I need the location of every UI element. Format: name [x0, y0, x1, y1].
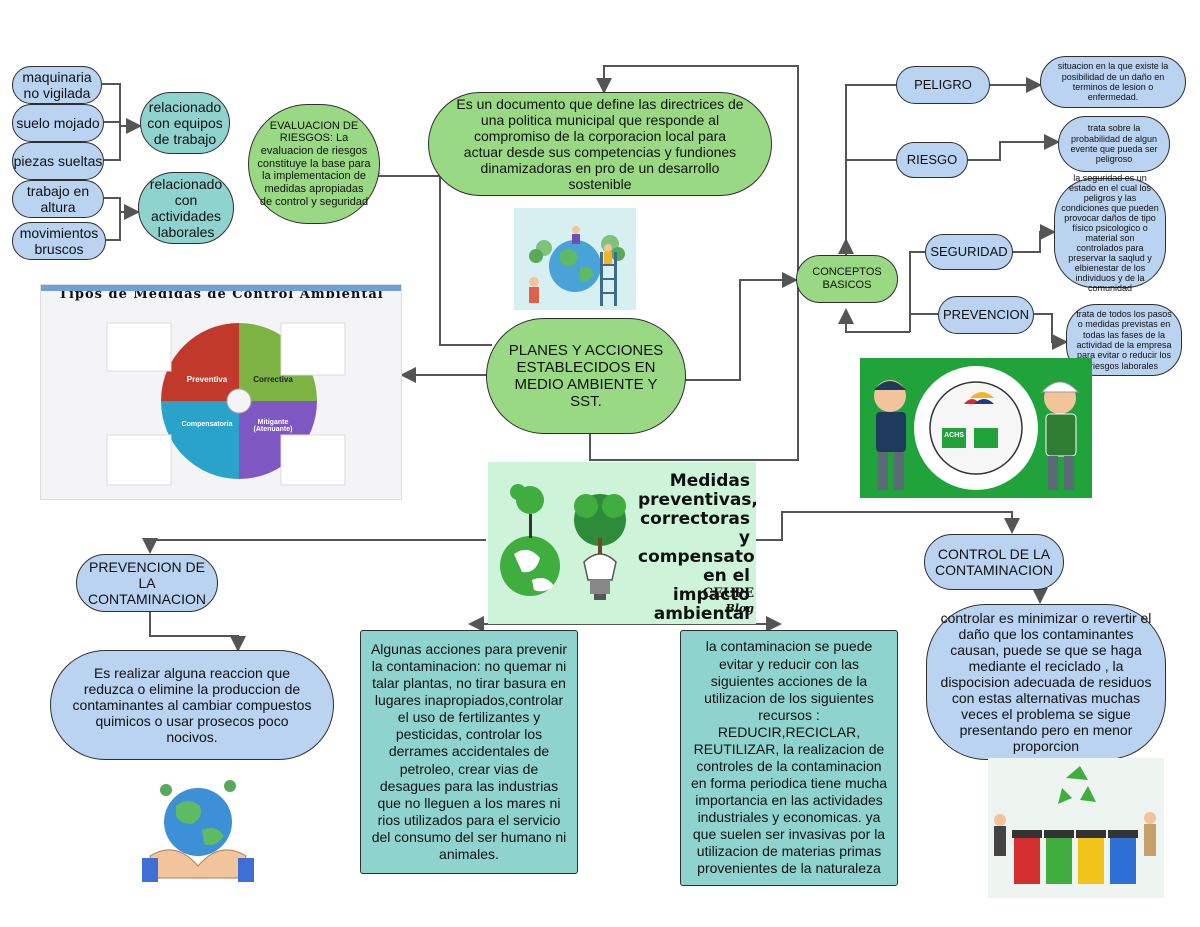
- term-prevencion: PREVENCION: [938, 296, 1034, 334]
- prevention-contamination-title: PREVENCION DE LA CONTAMINACION: [76, 554, 218, 612]
- globe-hands-image: [136, 770, 260, 886]
- avoid-reduce-node: la contaminacion se puede evitar y reduc…: [680, 630, 898, 886]
- safety-brigade-image: ACHS: [860, 358, 1092, 498]
- basic-concepts-node: CONCEPTOS BASICOS: [796, 255, 898, 303]
- prevention-contamination-definition: Es realizar alguna reaccion que reduzca …: [50, 650, 334, 760]
- ceupe-brand-name: CEUPE: [702, 586, 754, 601]
- cause-item-piezas: piezas sueltas: [12, 142, 104, 180]
- quadrant-compensatoria: Compensatoria: [181, 421, 233, 428]
- definition-riesgo: trata sobre la probabilidad de algun eve…: [1058, 116, 1170, 172]
- ceupe-title: Medidas preventivas, correctoras y compe…: [638, 471, 756, 624]
- group-label: relacionado con equipos de trabajo: [147, 98, 223, 148]
- definition-text: Es un documento que define las directric…: [456, 95, 744, 193]
- quadrant-mitigante: Mitigante (Atenuante): [253, 419, 293, 433]
- cause-item-suelo: suelo mojado: [12, 104, 104, 142]
- ceupe-brand: CEUPE Blog: [674, 586, 754, 616]
- term-seguridad: SEGURIDAD: [925, 234, 1013, 270]
- prevention-title-text: PREVENCION DE LA CONTAMINACION: [88, 558, 206, 608]
- quadrant-correctiva: Correctiva: [253, 375, 293, 384]
- cause-item-label: suelo mojado: [16, 114, 100, 131]
- cause-item-maquinaria: maquinaria no vigilada: [12, 66, 102, 104]
- term-definition: situacion en la que existe la posibilida…: [1057, 61, 1169, 103]
- risk-evaluation-text: EVALUACION DE RIESGOS: La evaluacion de …: [257, 119, 371, 208]
- cause-item-altura: trabajo en altura: [12, 180, 104, 218]
- term-definition: trata de todos los pasos o medidas previ…: [1076, 308, 1172, 371]
- recycling-bins-image: [988, 758, 1164, 898]
- control-measures-wheel-image: Tipos de Medidas de Control Ambiental Pr…: [40, 284, 402, 500]
- ceupe-brand-suffix: Blog: [725, 602, 754, 615]
- basic-concepts-label: CONCEPTOS BASICOS: [812, 266, 882, 291]
- achs-logo-text: ACHS: [944, 432, 964, 439]
- ceupe-measures-image: Medidas preventivas, correctoras y compe…: [488, 462, 756, 624]
- control-contamination-definition: controlar es minimizar o revertir el dañ…: [926, 604, 1166, 760]
- actions-to-prevent-text: Algunas acciones para prevenir la contam…: [370, 640, 568, 862]
- cause-item-label: movimientos bruscos: [19, 224, 99, 257]
- control-definition-text: controlar es minimizar o revertir el dañ…: [940, 609, 1152, 755]
- actions-to-prevent-node: Algunas acciones para prevenir la contam…: [360, 630, 578, 874]
- central-topic-text: PLANES Y ACCIONES ESTABLECIDOS EN MEDIO …: [508, 341, 664, 411]
- term-peligro: PELIGRO: [896, 66, 990, 104]
- control-contamination-title: CONTROL DE LA CONTAMINACION: [924, 534, 1064, 590]
- term-label: SEGURIDAD: [930, 243, 1008, 259]
- term-label: PREVENCION: [943, 306, 1029, 322]
- definition-seguridad: la seguridad es un estado en el cual los…: [1054, 173, 1166, 293]
- definition-peligro: situacion en la que existe la posibilida…: [1040, 56, 1186, 108]
- cause-item-label: maquinaria no vigilada: [22, 68, 92, 101]
- cause-item-movimientos: movimientos bruscos: [12, 222, 106, 260]
- definition-node: Es un documento que define las directric…: [428, 92, 772, 196]
- term-label: RIESGO: [906, 151, 958, 167]
- group-label: relacionado con actividades laborales: [149, 175, 223, 241]
- earth-volunteers-image: [514, 208, 636, 310]
- term-riesgo: RIESGO: [896, 142, 968, 178]
- cause-item-label: trabajo en altura: [26, 182, 90, 215]
- avoid-reduce-text: la contaminacion se puede evitar y reduc…: [690, 638, 888, 877]
- control-title-text: CONTROL DE LA CONTAMINACION: [935, 545, 1053, 578]
- group-actividades: relacionado con actividades laborales: [138, 172, 234, 244]
- term-label: PELIGRO: [914, 76, 972, 92]
- term-definition: la seguridad es un estado en el cual los…: [1061, 172, 1159, 294]
- term-definition: trata sobre la probabilidad de algun eve…: [1070, 123, 1158, 165]
- group-equipos: relacionado con equipos de trabajo: [140, 92, 230, 154]
- cause-item-label: piezas sueltas: [13, 152, 103, 169]
- definition-prevencion: trata de todos los pasos o medidas previ…: [1066, 304, 1182, 376]
- central-topic-node: PLANES Y ACCIONES ESTABLECIDOS EN MEDIO …: [486, 318, 686, 434]
- risk-evaluation-node: EVALUACION DE RIESGOS: La evaluacion de …: [248, 104, 380, 224]
- prevention-definition-text: Es realizar alguna reaccion que reduzca …: [72, 664, 312, 746]
- quadrant-preventiva: Preventiva: [186, 375, 228, 384]
